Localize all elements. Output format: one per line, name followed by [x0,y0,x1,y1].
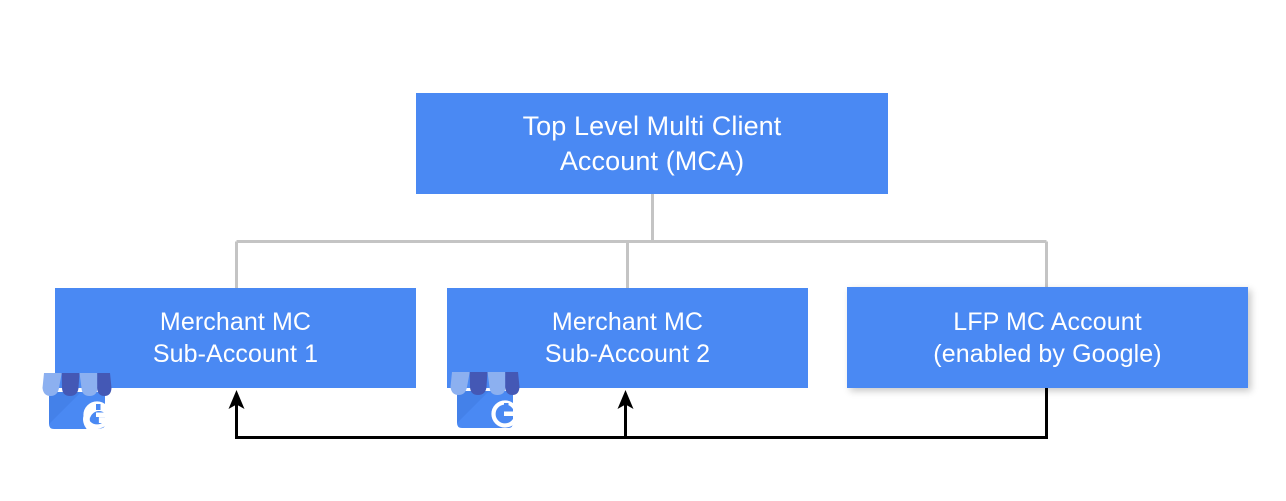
node-merchant-sub-account-1[interactable]: Merchant MC Sub-Account 1 [55,288,416,388]
node-sub1-line1: Merchant MC [159,308,312,336]
google-my-business-storefront-icon [450,372,520,428]
node-mca-line2: Account (MCA) [559,145,745,176]
node-sub2-line2: Sub-Account 2 [544,340,711,368]
node-mca-text: Top Level Multi Client Account (MCA) [416,109,888,178]
google-my-business-storefront-icon [42,373,114,433]
node-sub1-line2: Sub-Account 1 [152,340,319,368]
node-mca-line1: Top Level Multi Client [522,110,782,141]
node-lfp-text: LFP MC Account (enabled by Google) [847,306,1248,370]
node-merchant-sub-account-2[interactable]: Merchant MC Sub-Account 2 [447,288,808,388]
node-lfp-line1: LFP MC Account [953,307,1142,336]
node-top-level-mca[interactable]: Top Level Multi Client Account (MCA) [416,93,888,194]
node-lfp-line2: (enabled by Google) [933,339,1162,368]
node-lfp-mc-account[interactable]: LFP MC Account (enabled by Google) [847,287,1248,388]
node-sub2-line1: Merchant MC [551,308,704,336]
node-sub2-text: Merchant MC Sub-Account 2 [447,306,808,370]
node-sub1-text: Merchant MC Sub-Account 1 [55,306,416,370]
